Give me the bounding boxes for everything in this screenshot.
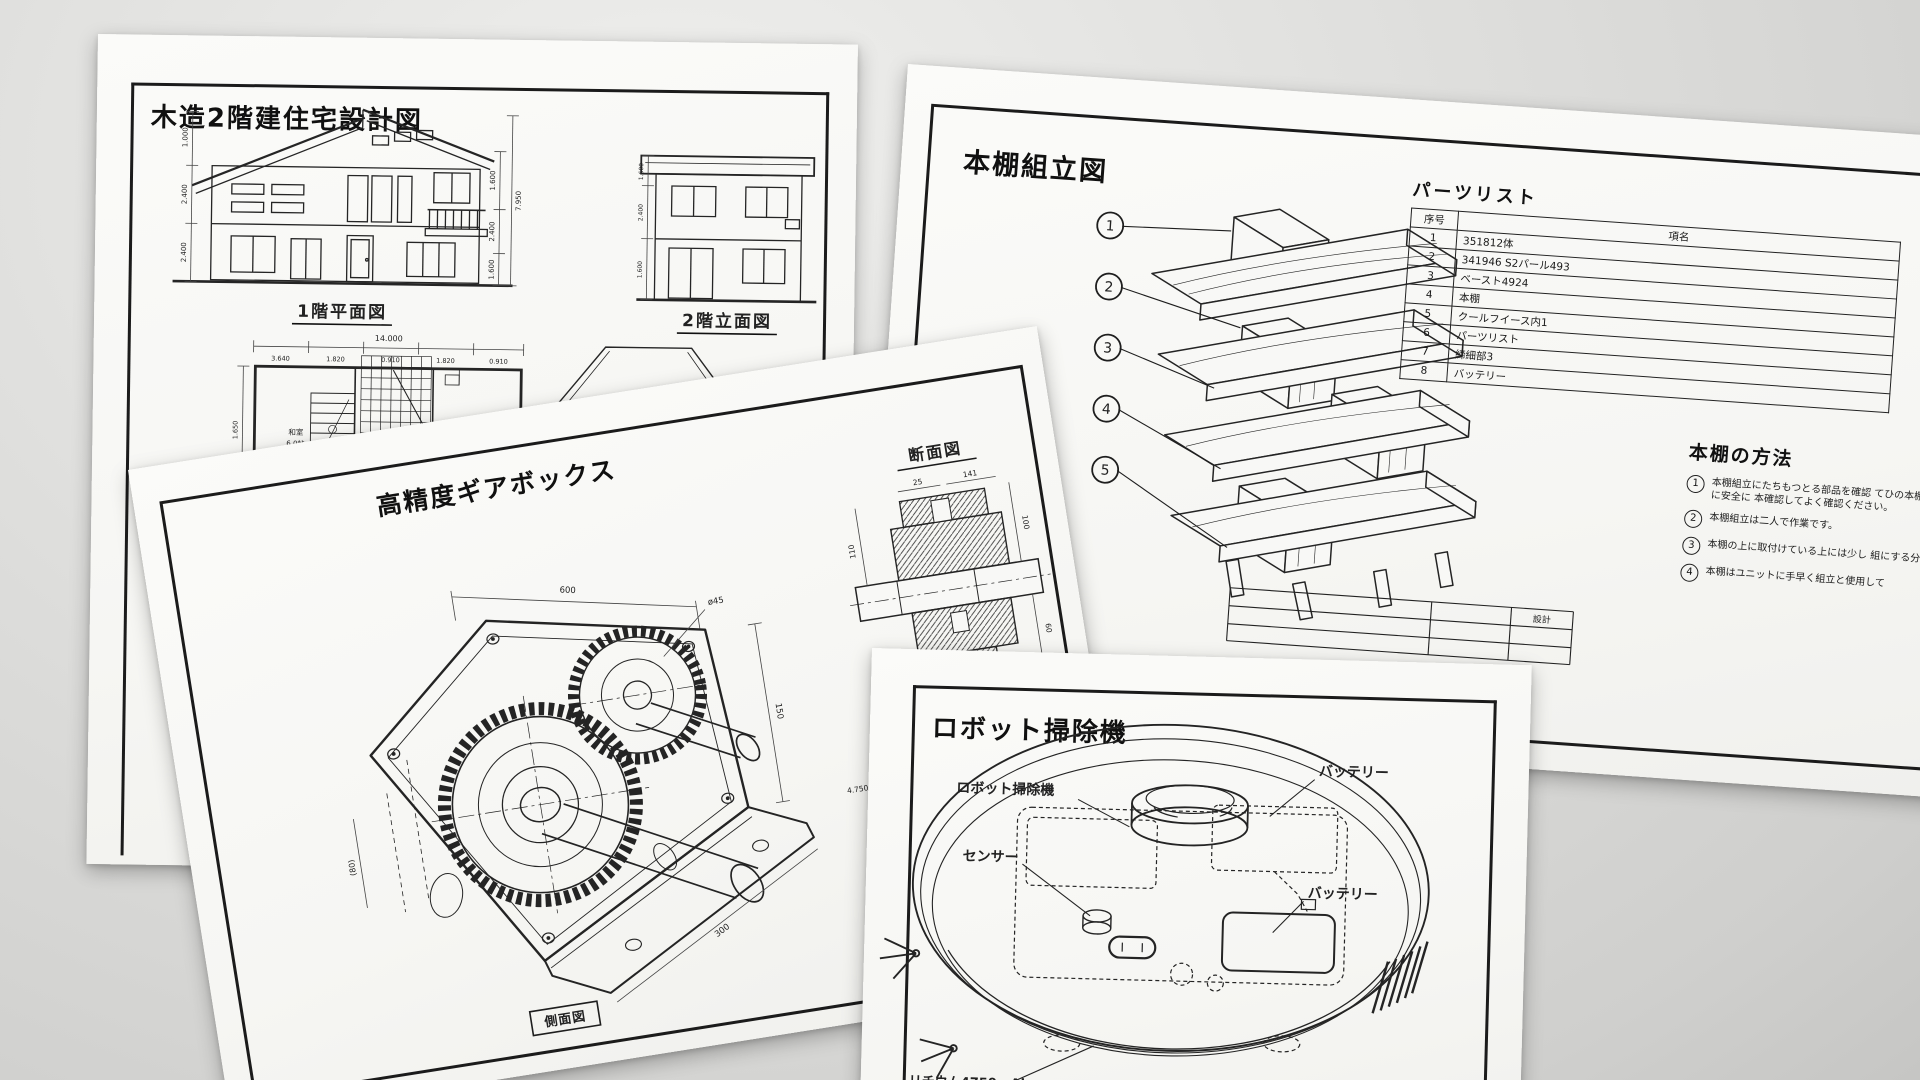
plan-seg: 1.820 — [326, 355, 345, 363]
label-sensor: センサー — [962, 848, 1018, 865]
dim: 2.400 — [488, 221, 496, 241]
label-leaders — [1012, 779, 1316, 1080]
gearbox-view-label-box — [528, 1000, 602, 1037]
connector — [1300, 898, 1317, 911]
label-floor-plan-view: 1階平面図 — [297, 302, 387, 323]
house-side-elevation — [636, 154, 817, 304]
label-battery-right: バッテリー — [1319, 764, 1389, 782]
step-number: 3 — [1681, 536, 1701, 556]
output-shafts — [541, 702, 765, 903]
dim: 2.400 — [180, 242, 188, 262]
large-gear — [431, 695, 650, 914]
shelf-slab-3 — [1164, 389, 1471, 483]
dim: 1.600 — [638, 163, 645, 180]
dim: 1.600 — [488, 259, 496, 279]
dim: 1.000 — [181, 127, 189, 147]
gearbox-isometric-view — [352, 590, 818, 1003]
callout-3: 3 — [1103, 340, 1113, 357]
gearbox-dimensions — [352, 590, 818, 1003]
sec-dim-60: 60 — [1043, 623, 1053, 634]
plan-seg: 0.910 — [381, 356, 400, 364]
step-number: 1 — [1686, 474, 1706, 494]
assembly-method: 本棚の方法 1 本棚組立にたちもつとる部品を確認 てひの本棚は組立とのきに安全に… — [1679, 437, 1920, 611]
bookshelf-titleblock — [1226, 587, 1574, 666]
dim: 1.600 — [489, 170, 497, 190]
callout-2: 2 — [1104, 279, 1114, 296]
label-elevation-view: 2階立面図 — [682, 310, 772, 332]
dim: 2.400 — [181, 184, 189, 204]
house-front-elevation — [172, 108, 513, 288]
plan-seg: 1.820 — [436, 357, 455, 365]
label-body: ロボット掃除機 — [956, 779, 1054, 799]
step-number: 4 — [1679, 563, 1699, 583]
house-left-dimensions — [184, 110, 199, 282]
titleblock-label: 設計 — [1532, 613, 1551, 626]
bookshelf-drawing: 1 2 3 4 5 設計 — [1091, 208, 1574, 666]
plan-seg: 3.640 — [271, 354, 290, 362]
button-oval — [1108, 935, 1157, 960]
paper-bookshelf-assembly: 本棚組立図 — [861, 64, 1920, 799]
dim-80: (80) — [347, 859, 358, 877]
sec-dim-110: 110 — [847, 544, 858, 560]
dim: 2.400 — [637, 204, 644, 221]
vacuum-drawing: ロボット掃除機 センサー バッテリー バッテリー リチウム4750mAh — [879, 723, 1430, 1080]
room-name: 和室 — [288, 427, 304, 437]
step-number: 2 — [1683, 509, 1703, 529]
callout-4: 4 — [1101, 401, 1111, 418]
shelf-callouts — [1091, 211, 1241, 548]
shelf-slab-2 — [1157, 309, 1464, 402]
label-battery-lower: バッテリー — [1308, 885, 1378, 903]
house-right-dimensions — [492, 115, 519, 287]
callout-5: 5 — [1100, 462, 1110, 479]
side-brush-left — [879, 937, 958, 1079]
note-dim: 4.750 — [846, 783, 869, 795]
sec-dim-141: 141 — [962, 468, 978, 479]
side-grille — [1371, 941, 1429, 1014]
dim-overall: 7.950 — [515, 191, 523, 211]
plan-total-dim: 14.000 — [375, 334, 403, 343]
shelf-legs — [1225, 551, 1454, 621]
dim-600: 600 — [559, 585, 576, 596]
sec-dim-25: 25 — [912, 477, 923, 487]
battery-box — [1220, 911, 1336, 974]
callout-1: 1 — [1105, 218, 1115, 235]
vacuum-body — [911, 723, 1430, 1057]
plan-left-dim: 1.650 — [231, 421, 239, 440]
small-gear — [567, 625, 707, 765]
view-box-label: 側面図 — [542, 1008, 587, 1031]
lidar-turret — [1130, 784, 1249, 847]
label-capacity: リチウム4750mAh — [908, 1074, 1029, 1080]
sec-dim-100: 100 — [1020, 514, 1031, 530]
paper-robot-vacuum: ロボット掃除機 — [858, 648, 1532, 1080]
dim-150: 150 — [773, 702, 785, 720]
dim: 1.600 — [637, 261, 644, 278]
plan-seg: 0.910 — [489, 357, 508, 365]
gearbox-base — [543, 806, 815, 994]
shelf-slab-4 — [1170, 470, 1477, 563]
dim-300: 300 — [713, 922, 732, 940]
sensor-cylinder — [1082, 909, 1112, 935]
internal-components — [1013, 804, 1349, 1053]
dim-dia: ø45 — [707, 595, 724, 607]
shelf-slab-1 — [1151, 228, 1458, 321]
